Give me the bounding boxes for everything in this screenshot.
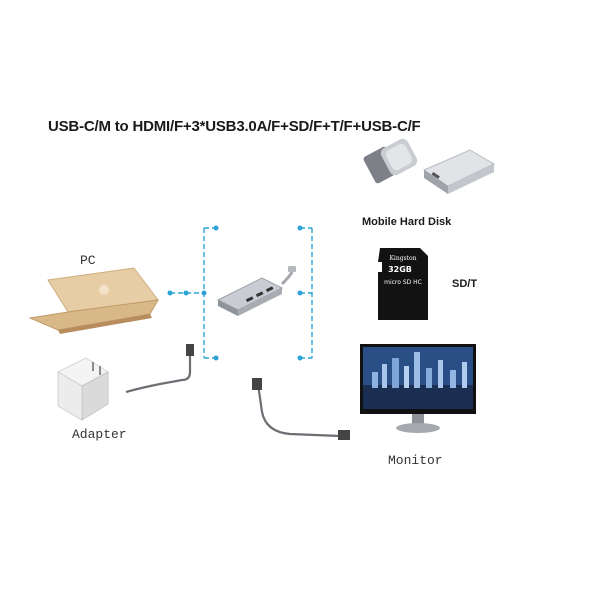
usb-c-cable-adapter [125, 344, 194, 394]
diagram-title: USB-C/M to HDMI/F+3*USB3.0A/F+SD/F+T/F+U… [48, 118, 421, 135]
laptop-icon [28, 267, 159, 334]
label-sd-t: SD/T [452, 278, 478, 290]
label-adapter: Adapter [72, 427, 127, 442]
sd-card-icon: Kingston 32GB micro SD HC [378, 248, 428, 320]
label-mobile-hard-disk: Mobile Hard Disk [362, 216, 452, 228]
label-pc: PC [80, 253, 96, 268]
power-adapter-icon [56, 357, 109, 421]
sd-brand: Kingston [389, 255, 416, 262]
label-monitor: Monitor [388, 453, 443, 468]
hdmi-cable-monitor [252, 378, 350, 440]
sd-type: micro SD HC [384, 279, 422, 286]
usb-c-hub-icon [216, 266, 296, 316]
sd-capacity: 32GB [388, 265, 412, 274]
connector-dots [167, 225, 303, 361]
usb-flash-drive-icon [363, 138, 418, 184]
monitor-icon [360, 344, 476, 433]
hard-disk-icon [422, 149, 496, 194]
